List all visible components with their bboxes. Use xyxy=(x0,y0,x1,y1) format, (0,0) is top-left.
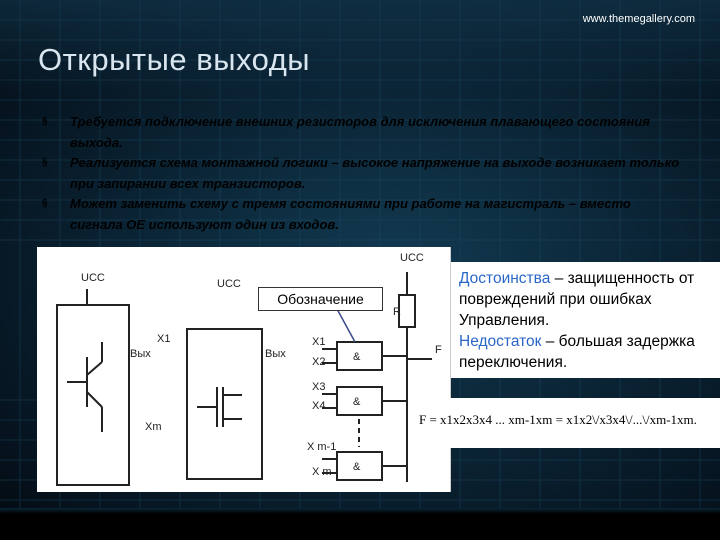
gate-amp: & xyxy=(353,351,361,363)
disadvantage-keyword: Недостаток xyxy=(459,333,542,350)
label-output: Вых xyxy=(130,348,151,360)
advantages-text: Достоинства – защищенность от повреждени… xyxy=(459,268,714,373)
bullet-marker: § xyxy=(42,157,48,168)
bullet-item: § Требуется подключение внешних резистор… xyxy=(40,112,680,153)
circuit-schematic: UCC UCC UCC X1 Вых Xm Вых X1 X2 X3 X4 X … xyxy=(56,252,442,486)
bullet-text: Реализуется схема монтажной логики – выс… xyxy=(70,155,680,191)
designation-callout: Обозначение xyxy=(258,287,383,311)
header-band xyxy=(0,0,720,100)
advantages-box: Достоинства – защищенность от повреждени… xyxy=(451,262,720,378)
bullet-item: § Может заменить схему с тремя состояния… xyxy=(40,194,680,235)
advantages-description: – защищенность от повреждений при ошибка… xyxy=(459,270,695,329)
bottom-glow xyxy=(0,508,720,514)
disadvantage-description: – большая задержка переключения. xyxy=(459,333,695,371)
label-resistor: R xyxy=(393,306,401,318)
label-x1: X1 xyxy=(312,336,325,348)
bullet-marker: § xyxy=(42,198,48,209)
bullet-marker: § xyxy=(42,116,48,127)
label-ucc: UCC xyxy=(217,278,241,290)
label-x4: X4 xyxy=(312,400,325,412)
label-output: Вых xyxy=(265,348,286,360)
gate-amp: & xyxy=(353,396,361,408)
circuit-diagram: UCC UCC UCC X1 Вых Xm Вых X1 X2 X3 X4 X … xyxy=(37,247,451,492)
formula-panel: F = x1x2x3x4 ... xm-1xm = x1x2\/x3x4\/..… xyxy=(415,398,720,448)
label-ucc: UCC xyxy=(400,252,424,264)
bullet-item: § Реализуется схема монтажной логики – в… xyxy=(40,153,680,194)
label-xm: Xm xyxy=(145,421,162,433)
label-xm-1: X m-1 xyxy=(307,441,336,453)
bullet-text: Требуется подключение внешних резисторов… xyxy=(70,114,650,150)
slide-title: Открытые выходы xyxy=(38,42,311,77)
bullet-text: Может заменить схему с тремя состояниями… xyxy=(70,196,631,232)
label-x2: X2 xyxy=(312,356,325,368)
label-xm: X m xyxy=(312,466,332,478)
label-ucc: UCC xyxy=(81,272,105,284)
advantages-keyword: Достоинства xyxy=(459,270,551,287)
label-f: F xyxy=(435,344,442,356)
formula-text: F = x1x2x3x4 ... xm-1xm = x1x2\/x3x4\/..… xyxy=(419,412,697,427)
label-x3: X3 xyxy=(312,381,325,393)
site-url: www.themegallery.com xyxy=(582,13,695,25)
gate-amp: & xyxy=(353,461,361,473)
label-x1: X1 xyxy=(157,333,170,345)
bullet-list: § Требуется подключение внешних резистор… xyxy=(40,112,680,235)
bottom-bar xyxy=(0,508,720,540)
